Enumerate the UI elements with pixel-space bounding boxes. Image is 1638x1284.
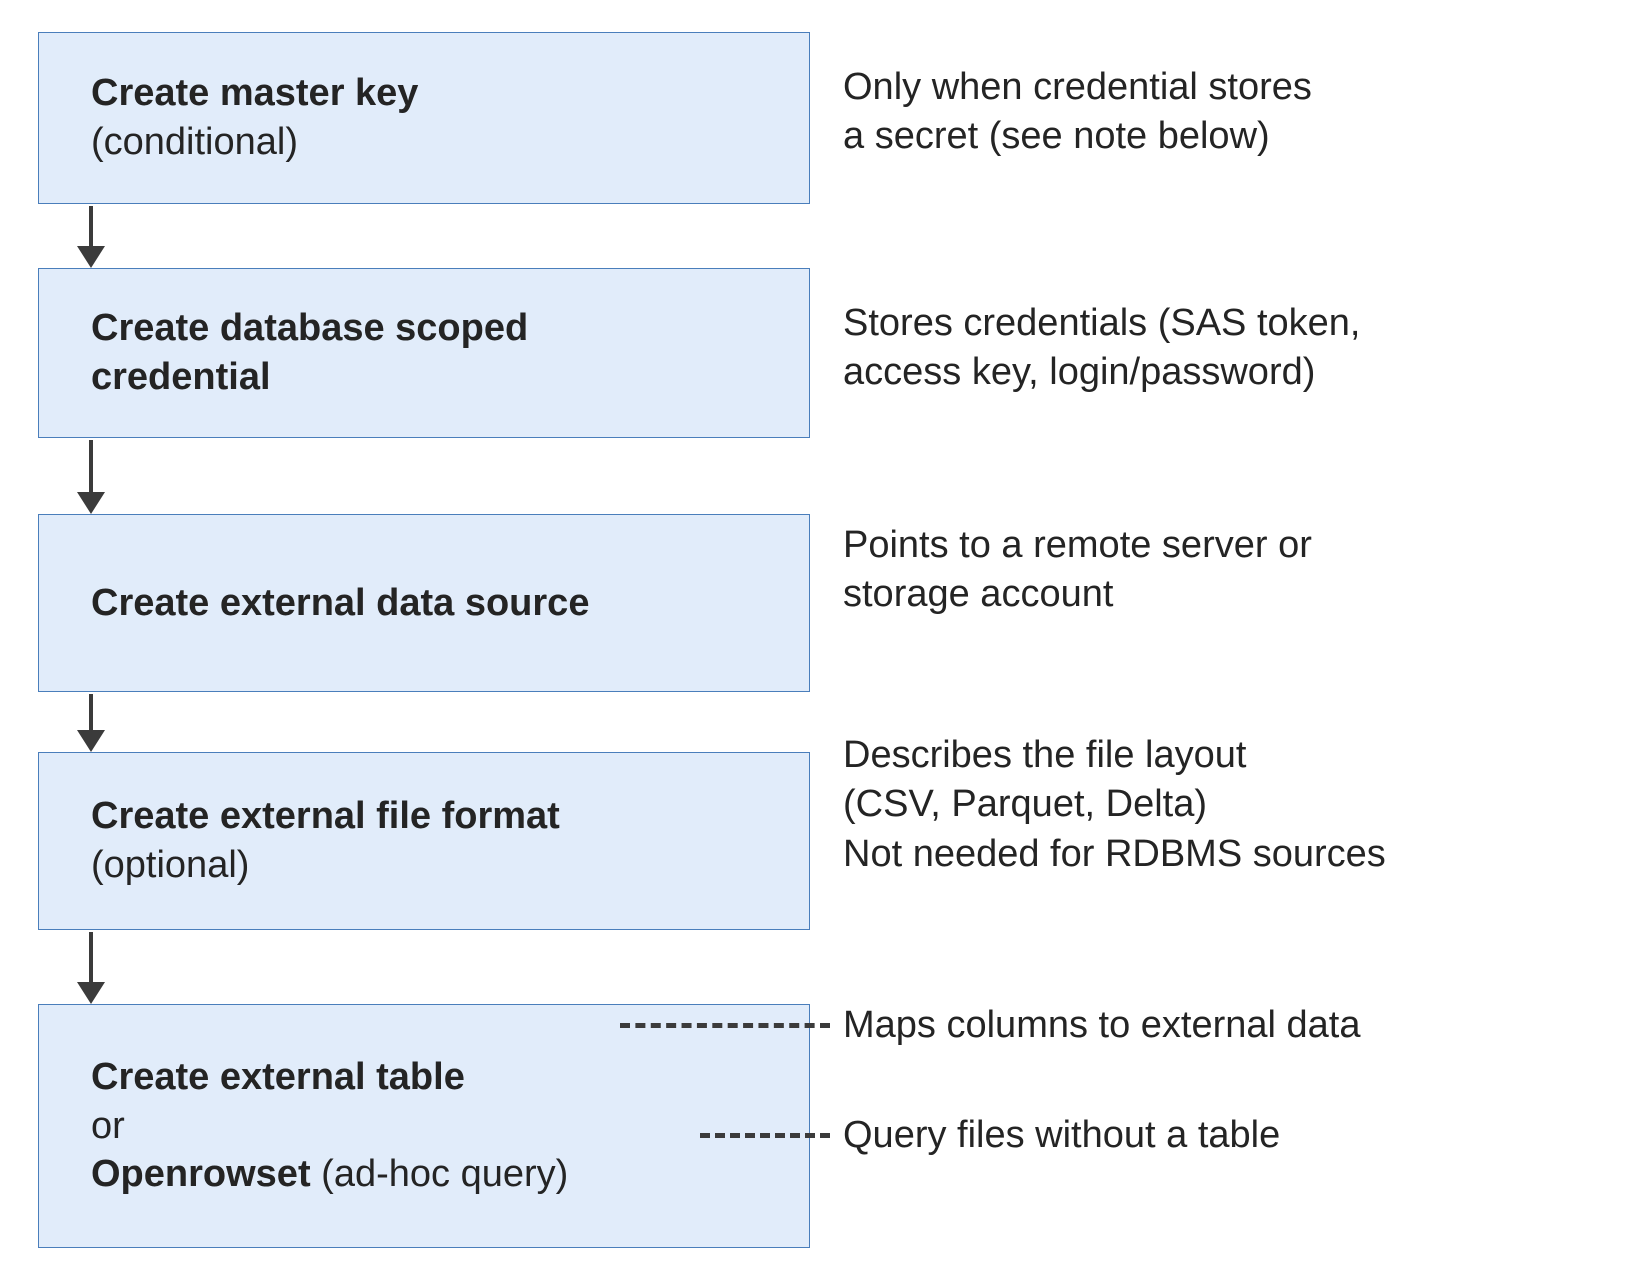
step-box-content: Create external data source [39,579,809,628]
step-subtitle: (optional) [91,844,250,886]
note-line: Points to a remote server or [843,524,1312,566]
step-note-openrowset: Query files without a table [843,1111,1623,1160]
step-title: Create external file format [91,795,560,838]
step-alt-title: Openrowset [91,1153,311,1196]
step-note-create-external-data-source: Points to a remote server or storage acc… [843,521,1623,620]
note-line: (CSV, Parquet, Delta) [843,783,1207,826]
arrow-down-icon [77,440,105,514]
step-note-create-external-table: Maps columns to external data [843,1001,1623,1050]
step-box-content: Create external file format (optional) [39,792,809,889]
step-box-create-external-file-format[interactable]: Create external file format (optional) [38,752,810,930]
step-box-content: Create external table or Openrowset (ad-… [39,1053,809,1199]
arrow-down-icon [77,206,105,268]
dashed-leader-openrowset [700,1133,830,1138]
note-line: storage account [843,573,1114,616]
step-title-line-2: credential [91,356,271,398]
step-alt-title-row: Openrowset (ad-hoc query) [91,1150,795,1199]
step-box-content: Create master key (conditional) [39,69,809,166]
step-note-create-master-key: Only when credential stores a secret (se… [843,63,1623,162]
dashed-leader-external-table [620,1023,830,1028]
step-alt-suffix: (ad-hoc query) [310,1153,569,1196]
note-line: Stores credentials (SAS token, [843,302,1361,344]
step-title: Create external data source [91,581,590,624]
step-box-create-database-scoped-credential[interactable]: Create database scoped credential [38,268,810,438]
step-title: Create external table [91,1056,465,1099]
step-title: Create master key [91,72,419,115]
note-line: Only when credential stores [843,66,1312,108]
step-box-create-external-table-or-openrowset[interactable]: Create external table or Openrowset (ad-… [38,1004,810,1248]
step-box-create-master-key[interactable]: Create master key (conditional) [38,32,810,204]
step-separator: or [91,1104,125,1147]
note-line: a secret (see note below) [843,115,1270,158]
step-subtitle: (conditional) [91,121,298,163]
step-box-create-external-data-source[interactable]: Create external data source [38,514,810,692]
arrow-down-icon [77,694,105,752]
note-line: Describes the file layout [843,734,1247,776]
arrow-down-icon [77,932,105,1004]
note-line: Not needed for RDBMS sources [843,832,1386,875]
step-note-create-database-scoped-credential: Stores credentials (SAS token, access ke… [843,299,1623,398]
note-line: Query files without a table [843,1114,1281,1156]
note-line: Maps columns to external data [843,1004,1361,1046]
step-box-content: Create database scoped credential [39,304,809,401]
note-line: access key, login/password) [843,351,1316,394]
step-title-line-1: Create database scoped [91,307,529,350]
step-note-create-external-file-format: Describes the file layout (CSV, Parquet,… [843,731,1623,879]
